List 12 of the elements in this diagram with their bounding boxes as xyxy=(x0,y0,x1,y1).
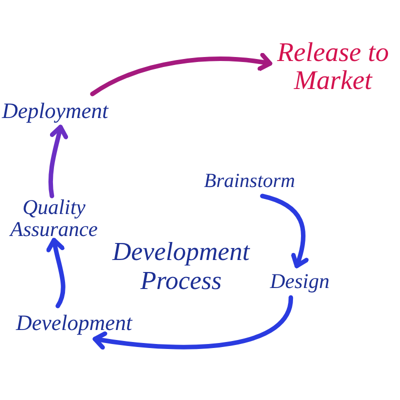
stage-label: Design xyxy=(270,266,330,298)
stage-label: Deployment xyxy=(2,94,108,127)
curved-arrow xyxy=(90,52,272,96)
curved-arrow xyxy=(48,124,68,198)
stage-label: Brainstorm xyxy=(204,166,296,196)
curved-arrow xyxy=(260,194,309,268)
curved-arrow xyxy=(46,238,66,308)
diagram-title: Development Process xyxy=(111,238,251,296)
stage-label: Quality Assurance xyxy=(2,196,106,240)
curved-arrow xyxy=(92,295,294,350)
stage-label: Development xyxy=(16,306,132,339)
stage-label: Release to Market xyxy=(270,38,396,95)
